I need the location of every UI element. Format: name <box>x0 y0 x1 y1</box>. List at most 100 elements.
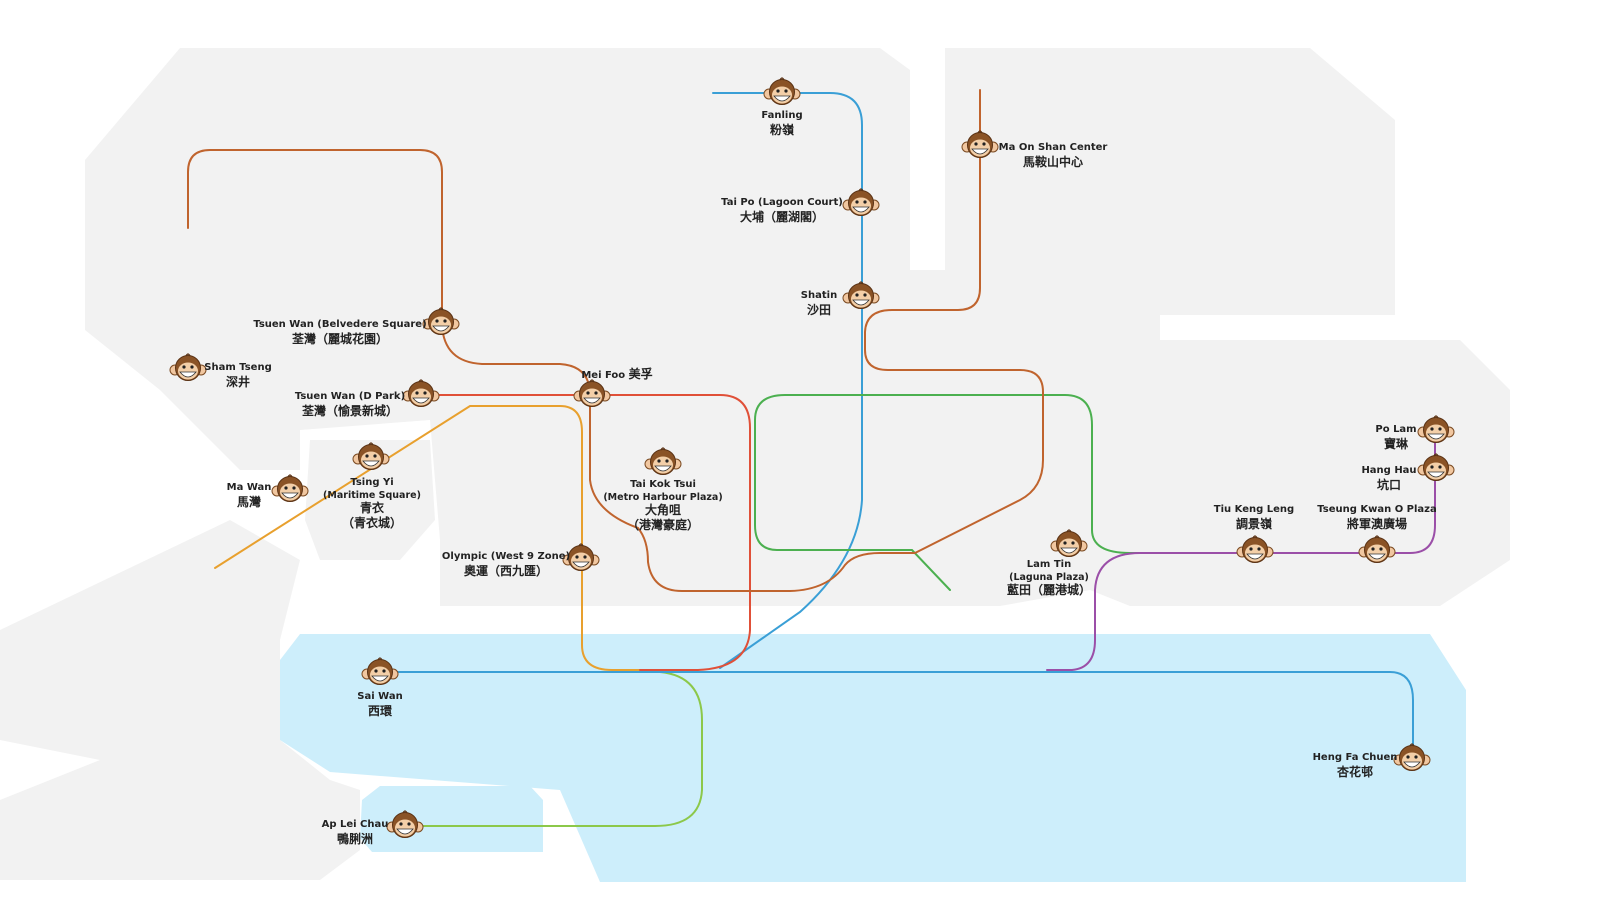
monkey-station-icon[interactable] <box>763 77 801 105</box>
station-name-zh: 荃灣（愉景新城） <box>301 403 399 418</box>
station-name-en: Tsing Yi <box>350 477 394 488</box>
monkey-station-icon[interactable] <box>402 379 440 407</box>
station-name-en: Lam Tin <box>1026 559 1072 570</box>
monkey-station-icon[interactable] <box>386 810 424 838</box>
station-name-en: Tseung Kwan O Plaza <box>1317 504 1437 515</box>
monkey-station-icon[interactable] <box>1393 743 1431 771</box>
route-lines <box>187 89 1436 827</box>
station-label: Tai Kok Tsui(Metro Harbour Plaza)大角咀（港灣豪… <box>603 479 722 533</box>
station-name-en: Fanling <box>761 110 803 121</box>
station-name-zh2: （港灣豪庭） <box>626 518 699 533</box>
station-markers <box>169 77 1455 838</box>
station-label: Olympic (West 9 Zone)奧運（西九匯） <box>442 551 570 579</box>
station-name-en: Tai Po (Lagoon Court) <box>721 197 843 208</box>
land-kowloon-west <box>440 540 560 606</box>
monkey-station-icon[interactable] <box>352 442 390 470</box>
station-name-en: Hang Hau <box>1361 465 1417 476</box>
station-name-en: Tsuen Wan (Belvedere Square) <box>253 319 427 330</box>
station-name-zh: 奧運（西九匯） <box>463 563 549 578</box>
monkey-station-icon[interactable] <box>361 657 399 685</box>
monkey-station-icon[interactable] <box>573 379 611 407</box>
station-name-en: Ap Lei Chau <box>321 819 389 830</box>
station-name-en: Ma On Shan Center <box>998 142 1108 153</box>
station-name-zh: 藍田（麗港城） <box>1006 583 1092 598</box>
station-label: Tsing Yi(Maritime Square)青衣（青衣城） <box>323 477 421 531</box>
monkey-station-icon[interactable] <box>961 130 999 158</box>
monkey-station-icon[interactable] <box>1358 535 1396 563</box>
land-west <box>0 520 360 880</box>
station-name-zh: 馬鞍山中心 <box>1022 154 1083 169</box>
station-name-zh: 荃灣（麗城花園） <box>291 331 389 346</box>
station-name-zh: 青衣 <box>359 501 385 516</box>
station-name-extra: (Laguna Plaza) <box>1009 571 1089 583</box>
land-tsing-yi <box>305 440 435 560</box>
monkey-station-icon[interactable] <box>562 543 600 571</box>
station-name-en: Tiu Keng Leng <box>1213 504 1295 515</box>
station-label: Lam Tin(Laguna Plaza)藍田（麗港城） <box>1007 559 1091 598</box>
line-blue-north <box>712 92 863 669</box>
line-green <box>754 394 1146 591</box>
station-name-zh2: （青衣城） <box>341 516 403 531</box>
station-label: Tsuen Wan (Belvedere Square)荃灣（麗城花園） <box>253 319 426 347</box>
station-name-zh: 坑口 <box>1376 477 1401 492</box>
station-name-zh: 大角咀 <box>644 503 681 518</box>
station-name-zh: 粉嶺 <box>769 122 794 137</box>
line-orange <box>214 405 691 671</box>
station-label: Tai Po (Lagoon Court)大埔（麗湖閣） <box>721 197 843 225</box>
station-name-extra: (Metro Harbour Plaza) <box>603 491 723 503</box>
monkey-station-icon[interactable] <box>644 447 682 475</box>
station-name-zh: 杏花邨 <box>1336 764 1373 779</box>
station-name-en: Shatin <box>800 290 838 301</box>
station-name-en: Tai Kok Tsui <box>630 479 696 490</box>
station-name-zh: 深井 <box>225 374 251 389</box>
station-name-zh: 沙田 <box>806 302 831 317</box>
station-name-zh: 寶琳 <box>1383 436 1409 451</box>
station-name-en: Tsuen Wan (D Park) <box>294 391 406 402</box>
station-name-zh: 調景嶺 <box>1235 516 1272 531</box>
station-name-en: Heng Fa Chuen <box>1312 752 1398 763</box>
monkey-station-icon[interactable] <box>842 188 880 216</box>
line-red <box>419 394 751 671</box>
station-name-zh: 將軍澳廣場 <box>1346 516 1407 531</box>
line-blue-island <box>379 671 1414 761</box>
station-label: Mei Foo 美孚 <box>581 363 652 383</box>
monkey-station-icon[interactable] <box>271 474 309 502</box>
monkey-station-icon[interactable] <box>1417 453 1455 481</box>
station-name-zh: 美孚 <box>628 367 653 381</box>
station-name-extra: (Maritime Square) <box>323 489 421 501</box>
station-name-en: Olympic (West 9 Zone) <box>441 551 571 562</box>
line-tsuen-wan <box>187 89 1044 592</box>
monkey-station-icon[interactable] <box>842 281 880 309</box>
monkey-station-icon[interactable] <box>1417 415 1455 443</box>
station-name-en: Ma Wan <box>226 482 272 493</box>
monkey-station-icon[interactable] <box>1236 535 1274 563</box>
station-name-en: Po Lam <box>1375 424 1417 435</box>
station-name-zh: 西環 <box>367 703 392 718</box>
line-lime <box>404 671 703 827</box>
station-name-zh: 馬灣 <box>236 494 262 509</box>
monkey-station-icon[interactable] <box>422 307 460 335</box>
monkey-station-icon[interactable] <box>1050 529 1088 557</box>
station-name-zh: 鴨脷洲 <box>336 831 373 846</box>
harbour-sea <box>280 634 1466 882</box>
station-name-en: Sai Wan <box>357 691 403 702</box>
station-name-en: Sham Tseng <box>204 362 272 373</box>
station-name-zh: 大埔（麗湖閣） <box>739 209 825 224</box>
station-label: Tsuen Wan (D Park)荃灣（愉景新城） <box>295 391 405 419</box>
monkey-station-icon[interactable] <box>169 353 207 381</box>
station-name-en: Mei Foo <box>581 370 629 381</box>
line-purple <box>1046 429 1436 671</box>
